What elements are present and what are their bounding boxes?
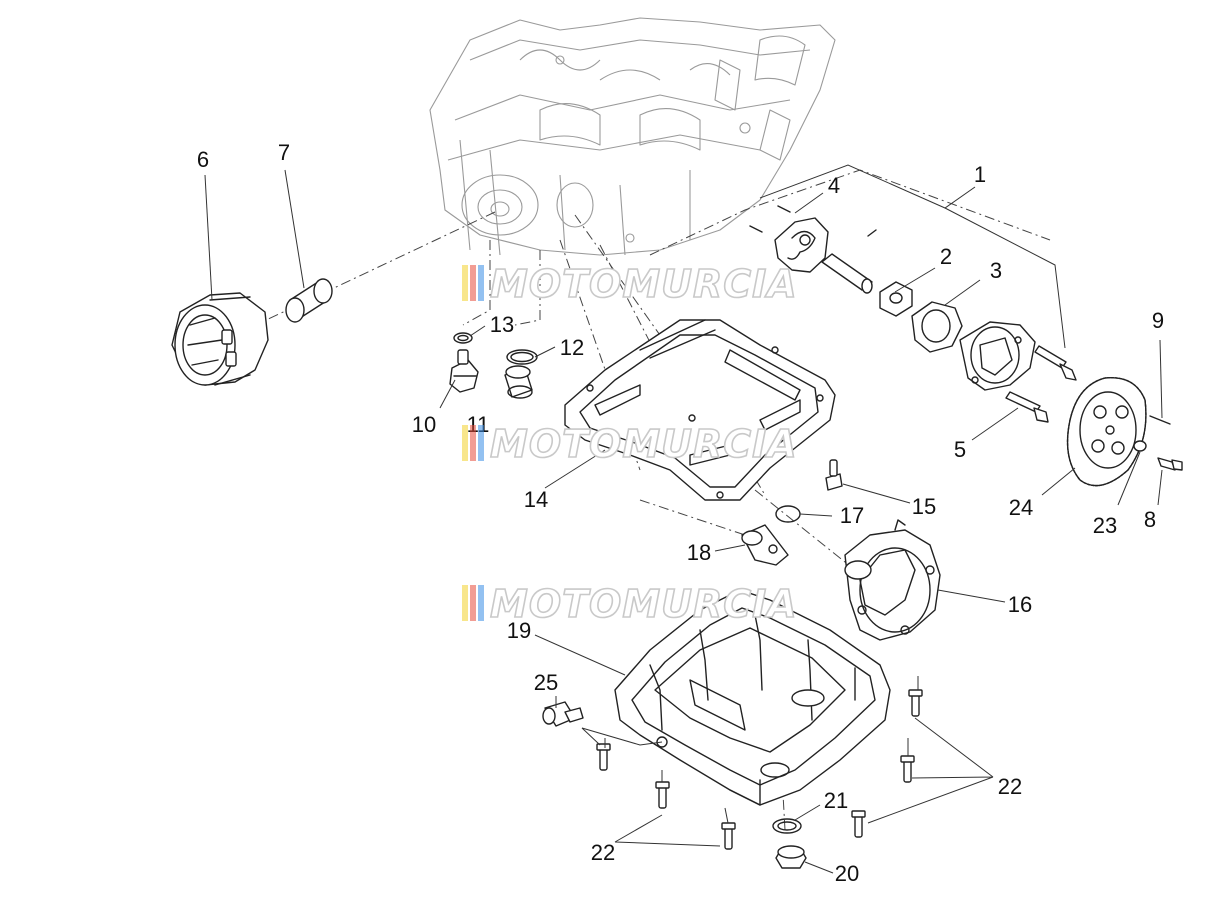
part-pump-pins [749,205,877,237]
part-gasket [564,319,836,501]
callout-9: 9 [1152,308,1164,333]
part-strainer-housing [844,519,941,641]
part-pump-gear [1066,376,1147,487]
callout-10: 10 [412,412,436,437]
callout-16: 16 [1008,592,1032,617]
callout-7: 7 [278,140,290,165]
sump-screw [596,743,611,771]
part-bolt-8 [1157,457,1183,471]
callout-21: 21 [824,788,848,813]
callout-23: 23 [1093,513,1117,538]
watermark-text: MOTOMURCIA [490,262,798,306]
callout-3: 3 [990,258,1002,283]
callout-1: 1 [974,162,986,187]
part-pump-shaft [821,253,873,294]
watermark: MOTOMURCIA [462,581,798,627]
part-oil-sump [614,589,891,806]
callout-25: 25 [534,670,558,695]
crankcase-outline [429,17,836,256]
part-sleeve [285,278,333,323]
part-drain-washer [772,818,802,834]
callout-12: 12 [560,335,584,360]
part-fitting [542,701,584,727]
part-screw-15 [825,459,843,491]
part-pressure-switch [449,349,479,393]
part-relief-valve [741,524,789,566]
part-oring-17 [775,505,801,523]
part-drain-plug [775,845,807,869]
sump-screw [900,755,915,783]
watermark-text: MOTOMURCIA [490,422,798,466]
part-plug-11 [504,365,533,399]
callout-2: 2 [940,244,952,269]
callout-17: 17 [840,503,864,528]
leader-lines [204,164,1163,874]
callout-19: 19 [507,618,531,643]
callout-22: 22 [591,840,615,865]
callout-6: 6 [197,147,209,172]
part-oring-12 [506,349,538,365]
sump-screw [908,689,923,717]
part-oring-13 [453,332,473,344]
part-outer-rotor [911,301,963,353]
part-pump-bolt-5 [1005,391,1049,423]
callout-20: 20 [835,861,859,886]
callout-14: 14 [524,487,548,512]
callout-labels: 1 2 3 4 5 6 7 8 9 10 11 12 13 14 15 16 1… [197,140,1164,886]
part-pin-9 [1149,415,1171,425]
sump-screw [721,822,736,850]
sump-screw [851,810,866,838]
part-inner-rotor [879,281,913,317]
part-pump-body [959,321,1036,391]
part-sump-screws [596,689,923,850]
watermark-text: MOTOMURCIA [490,582,798,626]
watermark: MOTOMURCIA [462,261,798,307]
callout-4: 4 [828,173,840,198]
part-oil-filter [171,292,269,386]
part-washer-23 [1133,440,1147,452]
callout-15: 15 [912,494,936,519]
callout-22: 22 [998,774,1022,799]
sump-screw [655,781,670,809]
part-pump-bolt-long [1034,345,1077,381]
callout-24: 24 [1009,495,1033,520]
callout-18: 18 [687,540,711,565]
callout-13: 13 [490,312,514,337]
callout-5: 5 [954,437,966,462]
part-pump-cover [774,217,829,273]
watermark: MOTOMURCIA [462,421,798,467]
callout-8: 8 [1144,507,1156,532]
